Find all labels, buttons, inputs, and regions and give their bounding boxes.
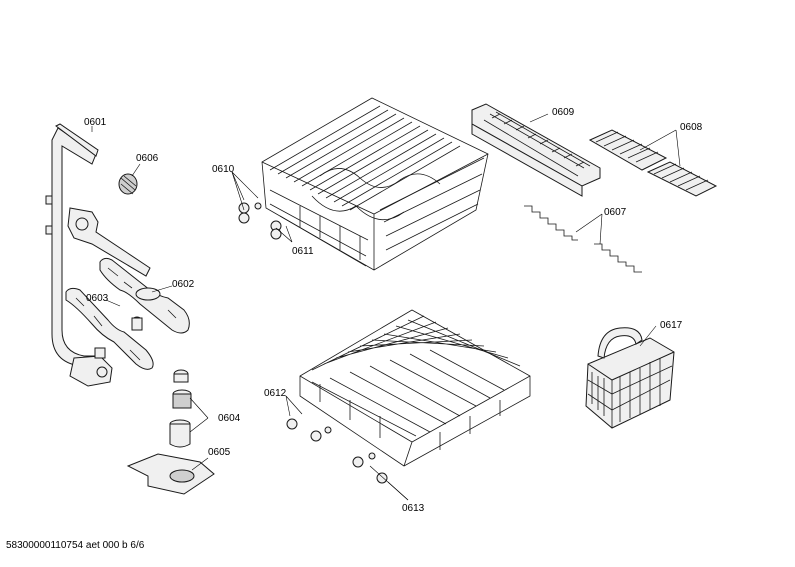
spray-arm-lower [65, 287, 154, 370]
spray-arm-supply-pipe [45, 123, 151, 387]
label-0605: 0605 [208, 447, 231, 458]
label-0601: 0601 [84, 117, 107, 128]
label-0613: 0613 [402, 503, 425, 514]
rack-rail-0609 [471, 103, 601, 197]
document-id: 58300000110754 aet 000 b 6/6 [6, 540, 145, 551]
lower-basket [299, 309, 531, 467]
label-0603: 0603 [86, 293, 109, 304]
label-0602: 0602 [172, 279, 195, 290]
label-0611: 0611 [292, 246, 314, 257]
leader-lines [91, 113, 681, 501]
spray-arm-upper [99, 257, 190, 334]
filter-assembly [169, 369, 192, 448]
label-0609: 0609 [552, 107, 575, 118]
nozzle-part [118, 173, 138, 195]
cutlery-basket [585, 327, 675, 429]
upper-basket-wheels [238, 202, 282, 240]
label-0617: 0617 [660, 320, 683, 331]
upper-basket [261, 97, 489, 271]
label-0608: 0608 [680, 122, 703, 133]
label-0612: 0612 [264, 388, 287, 399]
label-0610: 0610 [212, 164, 235, 175]
label-0606: 0606 [136, 153, 159, 164]
label-0607: 0607 [604, 207, 627, 218]
clips-0607 [524, 205, 642, 273]
lower-basket-wheels [286, 418, 388, 484]
filter-plate [126, 453, 215, 495]
folding-tines-0608 [588, 129, 718, 197]
label-0604: 0604 [218, 413, 241, 424]
